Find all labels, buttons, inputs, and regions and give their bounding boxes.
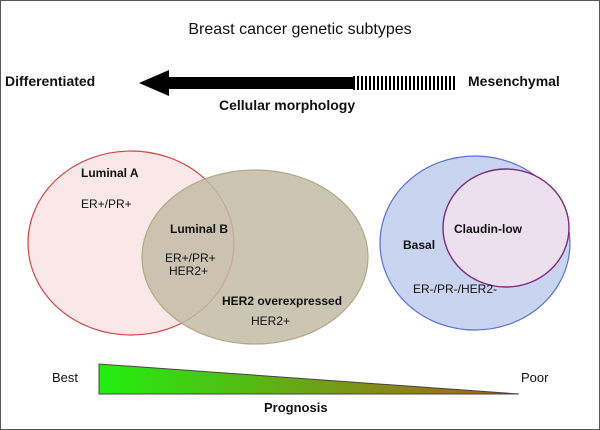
best-label: Best: [52, 370, 79, 385]
arrow-dash: [369, 76, 371, 90]
arrow-dash: [445, 76, 447, 90]
mesenchymal-label: Mesenchymal: [468, 73, 560, 89]
arrow-dash: [453, 76, 455, 90]
luminal-b-markers-line2: HER2+: [169, 264, 209, 278]
cellular-morphology-label: Cellular morphology: [219, 97, 356, 113]
arrow-dash: [405, 76, 407, 90]
luminal-b-markers-line1: ER+/PR+: [165, 251, 216, 265]
arrow-dash: [413, 76, 415, 90]
arrow-dash: [357, 76, 359, 90]
her2-overexpressed-label: HER2 overexpressed: [222, 294, 343, 308]
arrow-dashed-tail: [353, 76, 455, 90]
arrow-dash: [449, 76, 451, 90]
claudin-low-circle: [442, 168, 570, 288]
basal-label: Basal: [403, 238, 436, 252]
arrow-dash: [433, 76, 435, 90]
luminal-a-markers: ER+/PR+: [81, 197, 132, 211]
arrow-dash: [429, 76, 431, 90]
basal-markers: ER-/PR-/HER2-: [413, 282, 498, 296]
arrow-dash: [389, 76, 391, 90]
arrow-shaft: [167, 77, 353, 89]
luminal-a-label: Luminal A: [81, 166, 139, 180]
arrow-dash: [417, 76, 419, 90]
luminal-b-label: Luminal B: [170, 222, 229, 236]
prognosis-gradient-wedge: [98, 363, 520, 395]
claudin-low-label: Claudin-low: [454, 222, 522, 236]
her2-markers: HER2+: [251, 314, 291, 328]
prognosis-label: Prognosis: [264, 400, 328, 415]
arrow-dash: [397, 76, 399, 90]
diagram-title: Breast cancer genetic subtypes: [188, 21, 412, 38]
arrow-dash: [425, 76, 427, 90]
arrow-dash: [393, 76, 395, 90]
her2-overexpressed-circle: [141, 169, 369, 345]
poor-label: Poor: [521, 370, 549, 385]
arrow-dash: [437, 76, 439, 90]
morphology-arrow: [139, 70, 455, 96]
arrow-dash: [401, 76, 403, 90]
arrow-dash: [377, 76, 379, 90]
arrow-head: [139, 70, 169, 96]
arrow-dash: [441, 76, 443, 90]
arrow-dash: [365, 76, 367, 90]
arrow-dash: [353, 76, 355, 90]
arrow-dash: [373, 76, 375, 90]
arrow-dash: [421, 76, 423, 90]
arrow-dash: [409, 76, 411, 90]
arrow-dash: [381, 76, 383, 90]
arrow-dash: [361, 76, 363, 90]
arrow-dash: [385, 76, 387, 90]
differentiated-label: Differentiated: [5, 73, 96, 89]
